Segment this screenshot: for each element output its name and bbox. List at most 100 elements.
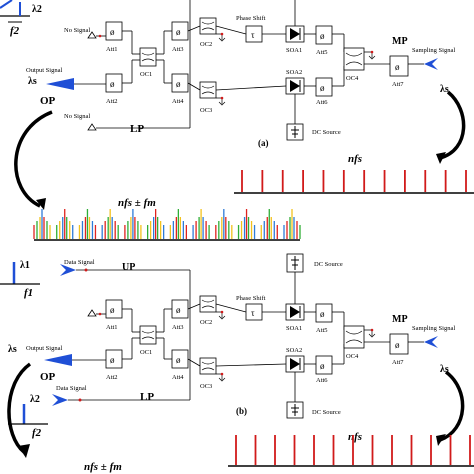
oc4: OC4 bbox=[343, 47, 365, 82]
no-signal-label-1: No Signal bbox=[64, 27, 90, 34]
dc-source: DC Source bbox=[286, 123, 341, 141]
svg-text:OC3: OC3 bbox=[200, 383, 212, 390]
att7: ø Att7 bbox=[389, 55, 409, 88]
svg-text:Att5: Att5 bbox=[316, 327, 328, 334]
svg-text:Att3: Att3 bbox=[172, 46, 184, 53]
nfs-comb-b bbox=[235, 435, 471, 465]
lambda-s-label-b: λs bbox=[8, 344, 17, 355]
svg-text:τ: τ bbox=[251, 30, 255, 40]
svg-text:DC Source: DC Source bbox=[314, 261, 343, 268]
op-label-b: OP bbox=[40, 371, 56, 383]
svg-text:OC2: OC2 bbox=[200, 41, 212, 48]
svg-text:ø: ø bbox=[176, 355, 181, 365]
svg-text:ø: ø bbox=[110, 305, 115, 315]
oc1-b: OC1 bbox=[139, 325, 157, 356]
nfs-fm-label-a: nfs ± fm bbox=[118, 197, 156, 209]
att5-b: ø Att5 bbox=[315, 303, 333, 334]
svg-text:Att2: Att2 bbox=[106, 374, 118, 381]
lambda2-label-b: λ2 bbox=[30, 394, 40, 405]
att1-b: ø Att1 bbox=[105, 299, 123, 331]
arrow-sampling-to-spectrum-b bbox=[439, 370, 465, 442]
lp-label-b: LP bbox=[140, 391, 154, 403]
svg-text:OC1: OC1 bbox=[140, 349, 152, 356]
lambda-s-label: λs bbox=[28, 76, 37, 87]
svg-text:OC2: OC2 bbox=[200, 319, 212, 326]
arrow-sampling-to-spectrum bbox=[439, 90, 466, 160]
att6: ø Att6 bbox=[315, 77, 333, 106]
sampling-laser-icon bbox=[424, 58, 438, 70]
oc3-b: OC3 bbox=[199, 357, 217, 390]
svg-text:ø: ø bbox=[176, 305, 181, 315]
svg-text:Att3: Att3 bbox=[172, 324, 184, 331]
data-laser-icon-1 bbox=[60, 264, 76, 276]
svg-text:Att2: Att2 bbox=[106, 98, 118, 105]
svg-text:ø: ø bbox=[320, 309, 325, 319]
svg-text:Att6: Att6 bbox=[316, 377, 328, 384]
nfs-fm-spectrum-a bbox=[33, 209, 301, 239]
svg-text:Att7: Att7 bbox=[392, 81, 404, 88]
dc-source-top: DC Source bbox=[286, 253, 343, 273]
nfs-label-b: nfs bbox=[348, 431, 362, 443]
dc-source-b: DC Source bbox=[286, 401, 341, 419]
soa1-b: SOA1 bbox=[285, 303, 305, 332]
op-label: OP bbox=[40, 95, 56, 107]
no-signal-label-2: No Signal bbox=[64, 113, 90, 120]
oc2-b: OC2 bbox=[199, 295, 217, 326]
lambda-s-right-label: λs bbox=[440, 84, 449, 95]
svg-text:Att1: Att1 bbox=[106, 46, 118, 53]
lambda1-label: λ1 bbox=[20, 260, 30, 271]
svg-text:ø: ø bbox=[320, 361, 325, 371]
lambda2-label: λ2 bbox=[32, 4, 42, 15]
att4: ø Att4 bbox=[171, 73, 189, 105]
svg-text:Att4: Att4 bbox=[172, 374, 184, 381]
sampling-signal-label-b: Sampling Signal bbox=[412, 325, 455, 332]
panel-b: λ1 f1 Data Signal UP DC Source λs Output… bbox=[0, 253, 474, 473]
att1: ø Att1 bbox=[105, 21, 123, 53]
att4-b: ø Att4 bbox=[171, 349, 189, 381]
nfs-label-a: nfs bbox=[348, 153, 362, 165]
nfs-comb-a bbox=[241, 170, 467, 192]
f2-label: f2 bbox=[10, 25, 20, 37]
svg-text:ø: ø bbox=[320, 31, 325, 41]
arrow-output-to-spectrum bbox=[14, 110, 53, 208]
att3: ø Att3 bbox=[171, 21, 189, 53]
soa2: SOA2 bbox=[285, 69, 305, 95]
svg-text:Att5: Att5 bbox=[316, 49, 328, 56]
svg-text:OC4: OC4 bbox=[346, 353, 359, 360]
output-laser-icon-b bbox=[44, 354, 72, 366]
svg-text:ø: ø bbox=[395, 340, 400, 350]
oc3: OC3 bbox=[199, 81, 217, 114]
svg-text:Att4: Att4 bbox=[172, 98, 184, 105]
att3-b: ø Att3 bbox=[171, 299, 189, 331]
svg-text:τ: τ bbox=[251, 308, 255, 318]
att7-b: ø Att7 bbox=[389, 333, 409, 366]
output-laser-icon bbox=[46, 78, 74, 90]
phase-shift-label-b: Phase Shift bbox=[236, 295, 266, 302]
svg-text:ø: ø bbox=[176, 27, 181, 37]
svg-text:Att1: Att1 bbox=[106, 324, 118, 331]
f2-label-b: f2 bbox=[32, 427, 42, 439]
att2: ø Att2 bbox=[105, 73, 123, 105]
svg-text:DC Source: DC Source bbox=[312, 129, 341, 136]
svg-text:ø: ø bbox=[320, 83, 325, 93]
mp-label: MP bbox=[392, 36, 408, 47]
att6-b: ø Att6 bbox=[315, 355, 333, 384]
sampling-laser-icon-b bbox=[424, 336, 438, 348]
caption-b: (b) bbox=[236, 406, 247, 416]
nfs-fm-label-b: nfs ± fm bbox=[84, 461, 122, 473]
svg-text:ø: ø bbox=[395, 62, 400, 72]
arrow-output-to-spectrum-b bbox=[7, 362, 32, 454]
svg-text:ø: ø bbox=[110, 27, 115, 37]
svg-text:ø: ø bbox=[110, 355, 115, 365]
svg-text:DC Source: DC Source bbox=[312, 409, 341, 416]
svg-text:ø: ø bbox=[176, 79, 181, 89]
att2-b: ø Att2 bbox=[105, 349, 123, 381]
data-laser-icon-2 bbox=[52, 394, 68, 406]
svg-text:OC4: OC4 bbox=[346, 75, 359, 82]
up-label: UP bbox=[122, 262, 135, 273]
ground-icon-2 bbox=[87, 123, 97, 131]
svg-text:SOA2: SOA2 bbox=[286, 347, 302, 354]
att5: ø Att5 bbox=[315, 25, 333, 56]
svg-text:SOA1: SOA1 bbox=[286, 47, 302, 54]
